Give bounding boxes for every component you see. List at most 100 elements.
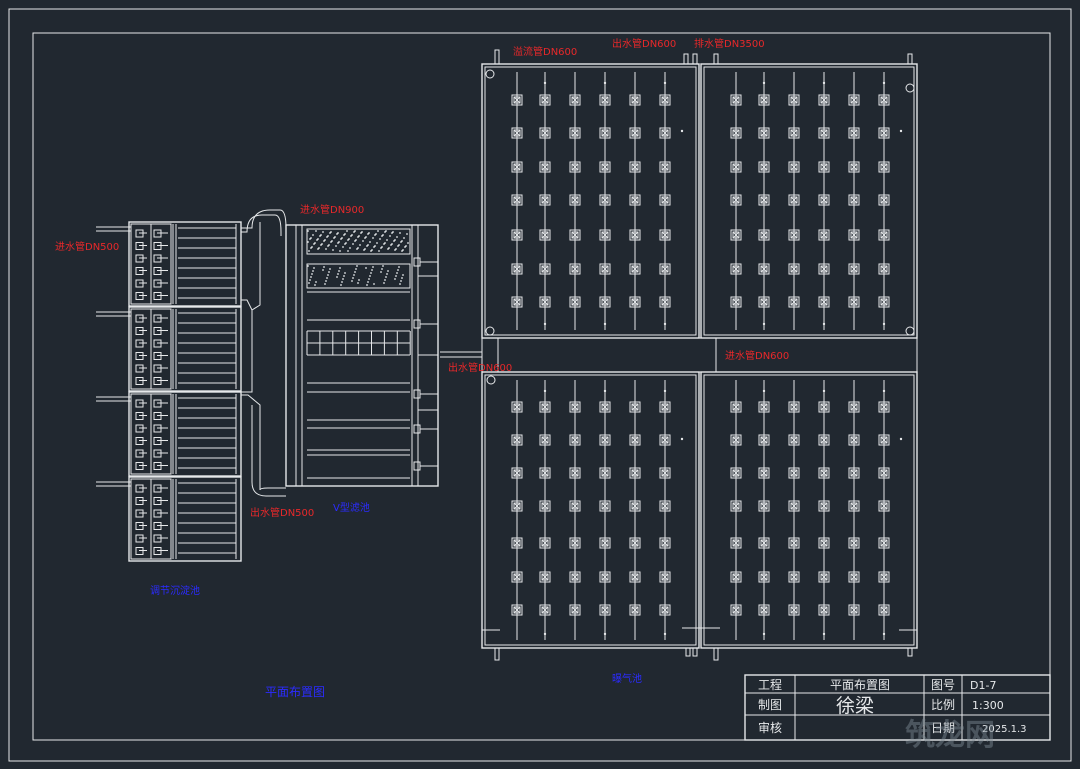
diffuser-cross (571, 129, 579, 137)
diffuser-box (629, 537, 641, 549)
diffuser-cross (760, 129, 768, 137)
diffuser-cross (513, 539, 521, 547)
diffuser-cross (661, 196, 669, 204)
diffuser (599, 401, 611, 413)
diffuser-box (878, 263, 890, 275)
sand-dot (357, 282, 359, 284)
clarifier-wall (128, 221, 242, 307)
gravel-dot (391, 243, 393, 245)
diffuser-box (848, 467, 860, 479)
diffuser-cross (601, 196, 609, 204)
diffuser-box (539, 229, 551, 241)
diffuser-inner (631, 502, 639, 510)
diffuser (539, 263, 551, 275)
diffuser-box (629, 161, 641, 173)
diffuser-inner (760, 436, 768, 444)
diffuser-cross (661, 502, 669, 510)
gravel-dot (381, 246, 383, 248)
diffuser-box (848, 296, 860, 308)
diffuser-cross (601, 469, 609, 477)
diffuser-cross (513, 265, 521, 273)
diffuser-cross (790, 96, 798, 104)
diffuser-inner (631, 265, 639, 273)
diffuser-cross (760, 436, 768, 444)
diffuser (818, 94, 830, 106)
riser-pipe (692, 647, 698, 657)
diffuser (730, 94, 742, 106)
diffuser (599, 500, 611, 512)
diffuser-box (848, 127, 860, 139)
corner-valve (485, 69, 495, 79)
diffuser-cross (571, 96, 579, 104)
gravel-dot (342, 246, 344, 248)
diffuser-inner (601, 231, 609, 239)
diffuser-cross (661, 606, 669, 614)
probe-dot (882, 389, 886, 393)
sand-dot (323, 266, 325, 268)
diffuser-box (878, 401, 890, 413)
sand-dot (339, 267, 341, 269)
diffuser-cross (790, 231, 798, 239)
diffuser-box (818, 296, 830, 308)
diffuser-inner (880, 265, 888, 273)
tank-quadrant (700, 371, 918, 649)
diffuser-cross (601, 265, 609, 273)
gravel-dot (402, 249, 404, 251)
diffuser-inner (850, 539, 858, 547)
sand-dot (338, 270, 340, 272)
diffuser-cross (760, 469, 768, 477)
diffuser (659, 127, 671, 139)
probe-dot (882, 632, 886, 636)
diffuser-inner (541, 403, 549, 411)
diffuser-inner (850, 403, 858, 411)
diffuser (730, 537, 742, 549)
diffuser (848, 401, 860, 413)
diffuser-box (758, 296, 770, 308)
diffuser-inner (820, 539, 828, 547)
side-valve (413, 319, 421, 329)
diffuser (758, 229, 770, 241)
diffuser-box (569, 161, 581, 173)
diffuser-box (788, 537, 800, 549)
diffuser-box (878, 571, 890, 583)
diffuser (878, 296, 890, 308)
diffuser (878, 500, 890, 512)
side-valve (413, 424, 421, 434)
diffuser-inner (850, 196, 858, 204)
diffuser (659, 467, 671, 479)
gravel-dot (352, 243, 354, 245)
diffuser-inner (601, 436, 609, 444)
drawing-no-label: 图号 (931, 678, 955, 692)
diffuser-inner (513, 606, 521, 614)
diffuser (758, 127, 770, 139)
probe-dot (762, 389, 766, 393)
gravel-dot (382, 234, 384, 236)
diffuser-box (848, 401, 860, 413)
diffuser-inner (631, 96, 639, 104)
diffuser-cross (631, 298, 639, 306)
diffuser-inner (571, 436, 579, 444)
diffuser (539, 127, 551, 139)
diffuser-cross (880, 129, 888, 137)
label-outlet-dn500: 出水管DN500 (250, 506, 314, 519)
diffuser-box (848, 571, 860, 583)
review-label: 审核 (758, 720, 782, 735)
diffuser-cross (760, 96, 768, 104)
diffuser (599, 571, 611, 583)
riser-pipe (713, 53, 719, 65)
diffuser-inner (513, 502, 521, 510)
diffuser (539, 401, 551, 413)
sand-dot (351, 280, 353, 282)
diffuser-cross (661, 265, 669, 273)
diffuser-inner (820, 265, 828, 273)
diffuser-cross (601, 539, 609, 547)
diffuser-cross (631, 502, 639, 510)
diffuser-cross (732, 502, 740, 510)
diffuser-box (758, 161, 770, 173)
diffuser-inner (601, 502, 609, 510)
label-inlet-dn600-right: 进水管DN600 (725, 349, 789, 362)
label-outlet-dn600-top: 出水管DN600 (612, 37, 676, 50)
gravel-dot (379, 238, 381, 240)
sand-dot (356, 265, 358, 267)
diffuser-inner (732, 606, 740, 614)
